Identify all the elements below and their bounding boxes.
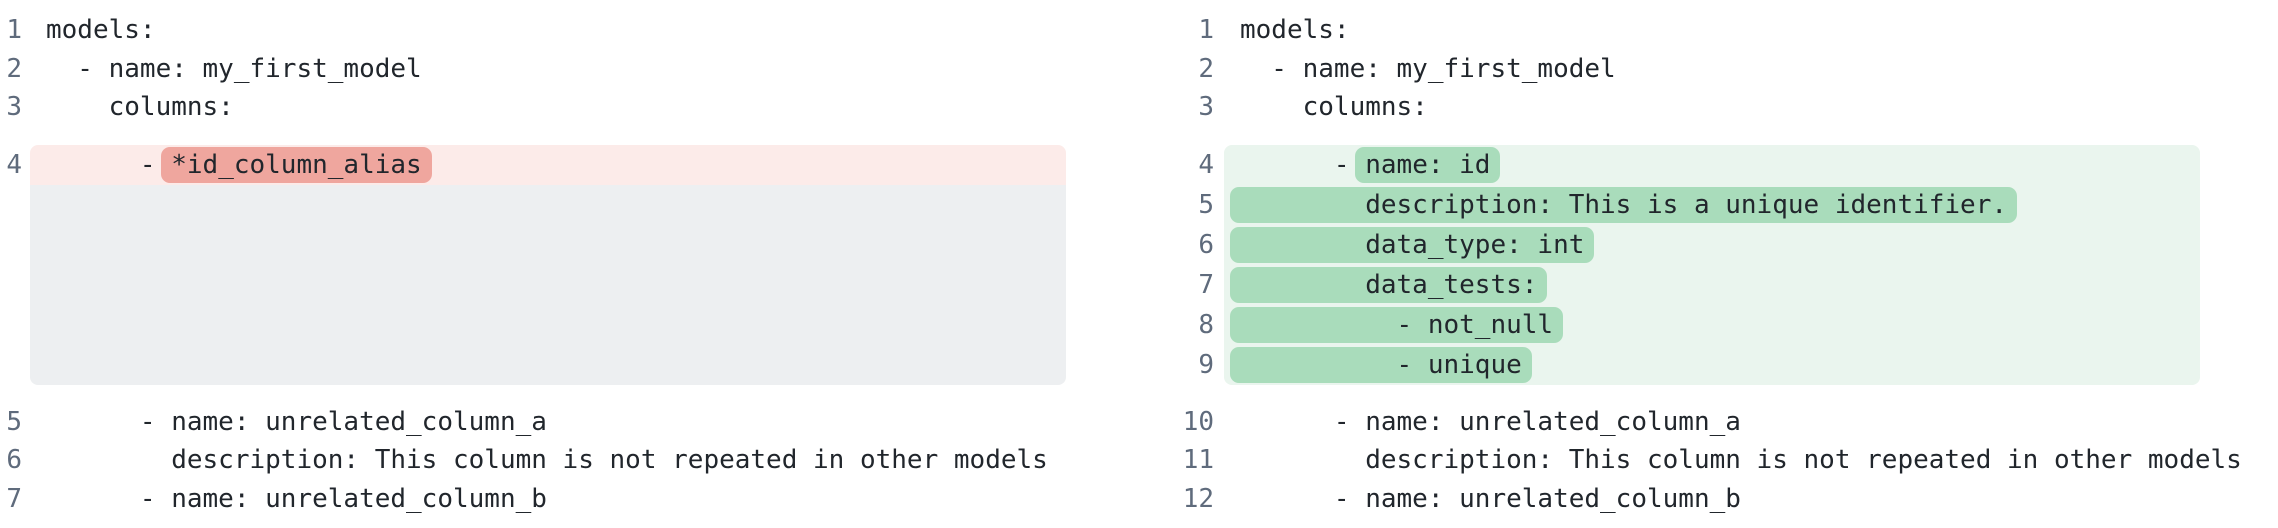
diff-pane-updated: 1 models: 2 - name: my_first_model 3 col… (1139, 0, 2278, 528)
removed-change-block: 4 - *id_column_alias (0, 144, 1139, 385)
code-line: 12 - name: unrelated_column_b (1139, 480, 2278, 519)
line-number: 1 (6, 15, 22, 45)
code-line: 2 - name: my_first_model (0, 50, 1139, 89)
line-number: 11 (1182, 445, 1214, 475)
line-number: 8 (1198, 309, 1214, 340)
added-token-highlight: name: id (1355, 146, 1501, 183)
empty-gutter (0, 185, 30, 385)
code-line: 2 - name: my_first_model (1139, 50, 2278, 89)
added-line-highlight: data_tests: (1224, 264, 2200, 305)
code-line: 5 - name: unrelated_column_a (0, 403, 1139, 442)
line-number: 7 (6, 483, 22, 514)
line-number: 1 (1198, 15, 1214, 45)
removed-token-highlight: *id_column_alias (161, 146, 432, 183)
line-number: 3 (1198, 92, 1214, 122)
code-line: 11 description: This column is not repea… (1139, 441, 2278, 480)
added-code-line: 9 - unique (1139, 344, 2278, 385)
added-code-line: 7 data_tests: (1139, 264, 2278, 305)
code-line: 10 - name: unrelated_column_a (1139, 403, 2278, 442)
code-text: models: (1240, 15, 1350, 45)
added-token-highlight: - unique (1230, 346, 1532, 383)
added-code-line: 5 description: This is a unique identifi… (1139, 184, 2278, 225)
code-line: 1 models: (1139, 11, 2278, 50)
added-code-line: 4 - name: id (1139, 144, 2278, 185)
line-number: 6 (6, 445, 22, 475)
removed-line-highlight: - *id_column_alias (30, 144, 1066, 185)
line-number: 5 (6, 406, 22, 437)
added-line-highlight: - name: id (1224, 144, 2200, 185)
added-code-line: 8 - not_null (1139, 304, 2278, 345)
code-text: description: This column is not repeated… (1240, 445, 2242, 475)
line-number: 10 (1182, 406, 1214, 437)
code-text: - name: unrelated_column_b (46, 483, 547, 514)
code-line: 6 description: This column is not repeat… (0, 441, 1139, 480)
line-number: 9 (1198, 349, 1214, 380)
added-line-highlight: - unique (1224, 344, 2200, 385)
added-token-highlight: description: This is a unique identifier… (1230, 186, 2018, 223)
line-number: 4 (1198, 149, 1214, 180)
line-number: 2 (6, 53, 22, 84)
code-line: 3 columns: (1139, 88, 2278, 127)
added-change-block: 4 - name: id 5 description: This is a un… (1139, 144, 2278, 385)
code-line: 1 models: (0, 11, 1139, 50)
line-number: 4 (6, 149, 22, 180)
code-text: - name: my_first_model (1240, 53, 1616, 84)
diff-pane-original: 1 models: 2 - name: my_first_model 3 col… (0, 11, 1139, 519)
code-text: columns: (46, 92, 234, 122)
code-text: description: This column is not repeated… (46, 445, 1048, 475)
added-token-highlight: data_type: int (1230, 226, 1595, 263)
code-text: - (46, 149, 172, 180)
collapsed-placeholder-block (30, 184, 1066, 385)
code-text: - name: unrelated_column_b (1240, 483, 1741, 514)
collapsed-placeholder-row (0, 184, 1139, 385)
line-number: 7 (1198, 269, 1214, 300)
code-text: - name: unrelated_column_a (1240, 406, 1741, 437)
code-text: - name: unrelated_column_a (46, 406, 547, 437)
added-line-highlight: data_type: int (1224, 224, 2200, 265)
code-text: columns: (1240, 92, 1428, 122)
line-number: 2 (1198, 53, 1214, 84)
code-text: - name: my_first_model (46, 53, 422, 84)
added-token-highlight: - not_null (1230, 306, 1564, 343)
code-line: 7 - name: unrelated_column_b (0, 480, 1139, 519)
code-text: - (1240, 149, 1366, 180)
line-number: 6 (1198, 229, 1214, 260)
removed-code-line: 4 - *id_column_alias (0, 144, 1139, 185)
line-number: 3 (6, 92, 22, 122)
added-code-line: 6 data_type: int (1139, 224, 2278, 265)
added-token-highlight: data_tests: (1230, 266, 1548, 303)
line-number: 5 (1198, 189, 1214, 220)
added-line-highlight: - not_null (1224, 304, 2200, 345)
line-number: 12 (1182, 483, 1214, 514)
code-text: models: (46, 15, 156, 45)
code-line: 3 columns: (0, 88, 1139, 127)
added-line-highlight: description: This is a unique identifier… (1224, 184, 2200, 225)
